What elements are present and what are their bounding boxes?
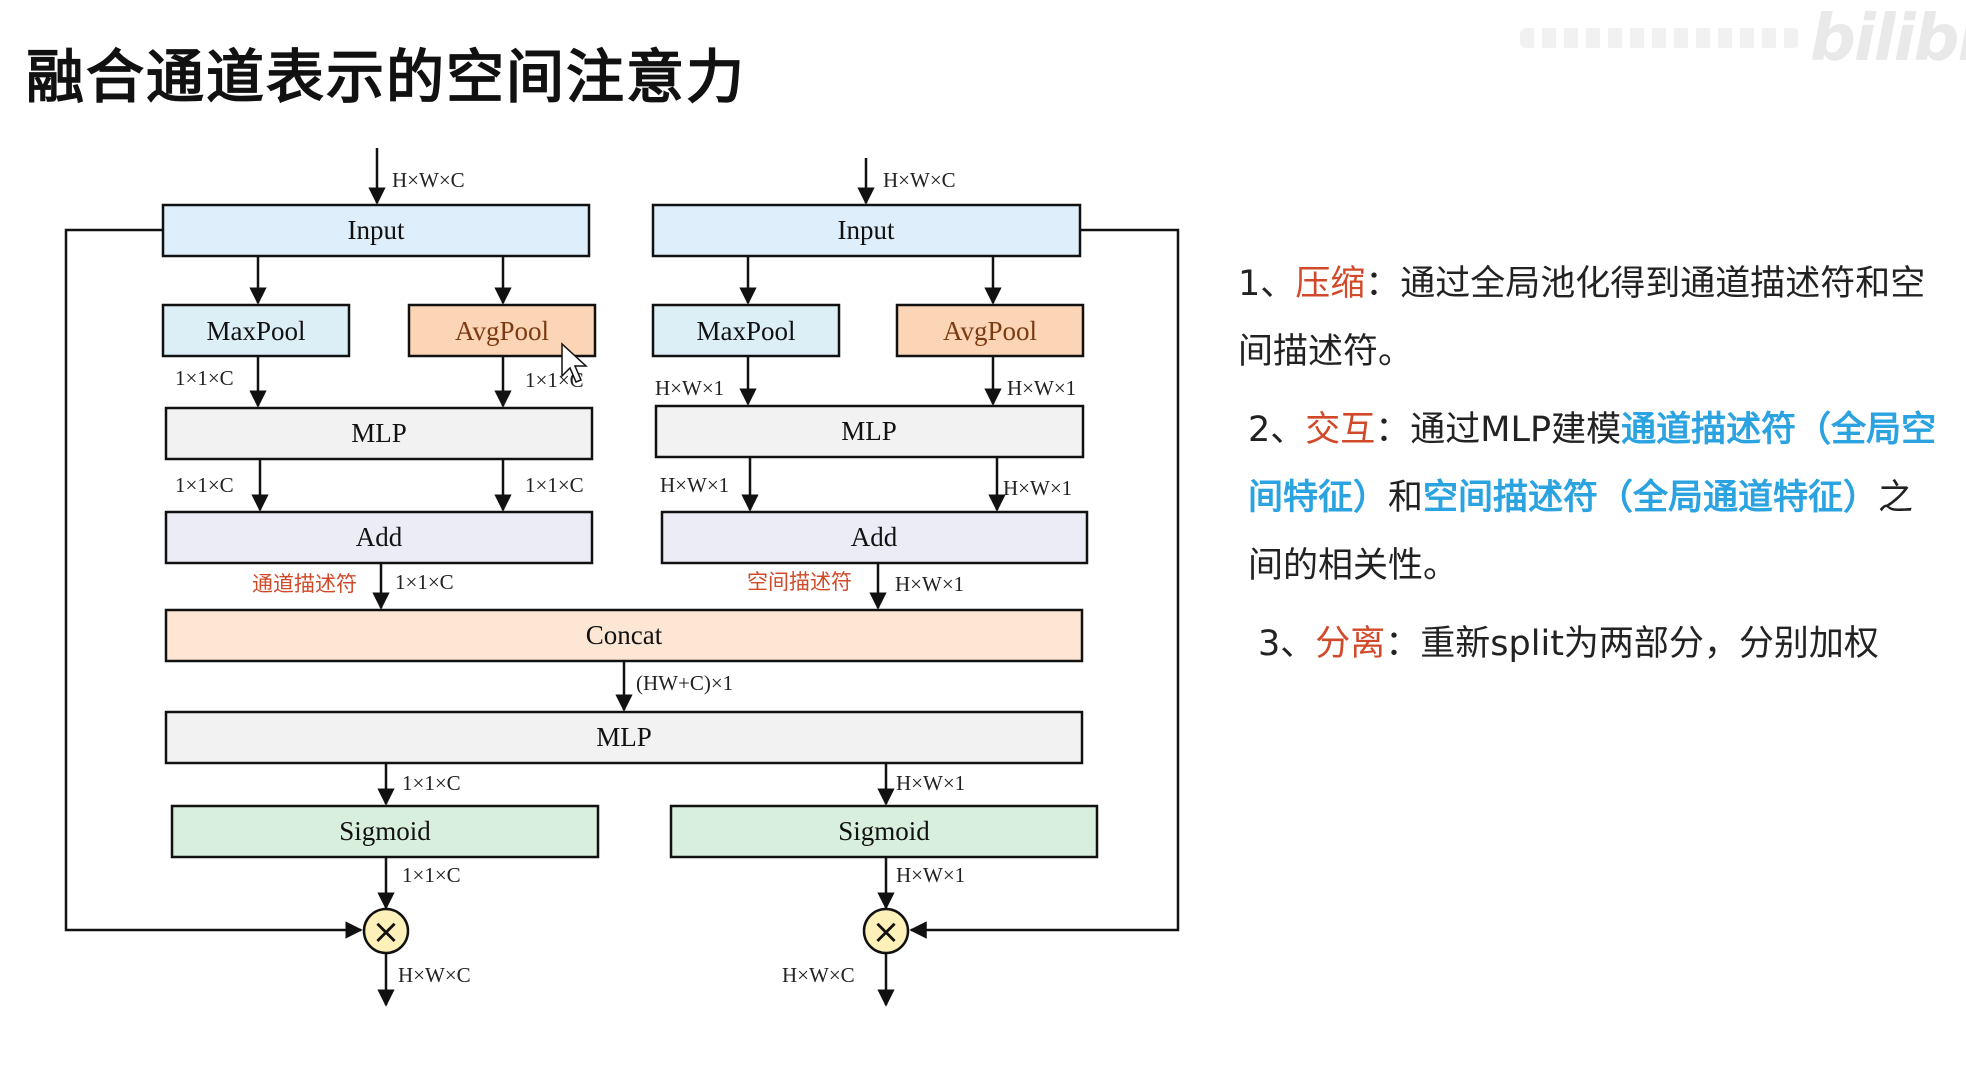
mlp-label-right: MLP	[841, 416, 897, 446]
add-label-left: Add	[356, 522, 403, 552]
note-2-keyword: 交互	[1305, 410, 1376, 450]
notes-panel: 1、压缩：通过全局池化得到通道描述符和空间描述符。 2、交互：通过MLP建模通道…	[1238, 250, 1938, 688]
input-label-left: Input	[348, 215, 405, 245]
multiply-symbol-right: ×	[872, 912, 901, 952]
skip-connection-right	[909, 228, 1180, 939]
dim-sigmoid-left-out: 1×1×C	[402, 863, 461, 887]
dim-add-right: H×W×1	[895, 572, 964, 596]
avgpool-box-left	[407, 303, 597, 358]
multiply-node-right	[862, 907, 910, 955]
dim-sigmoid-right-in: H×W×1	[896, 771, 965, 795]
channel-descriptor-label: 通道描述符	[252, 572, 357, 596]
maxpool-box-right	[651, 303, 841, 358]
avgpool-label-left: AvgPool	[455, 316, 549, 346]
input-box-right	[651, 203, 1082, 258]
note-2-text-a: ：通过MLP建模	[1375, 410, 1622, 450]
dim-sigmoid-right-out: H×W×1	[896, 863, 965, 887]
dim-output-left: H×W×C	[398, 963, 471, 987]
avgpool-box-right	[895, 303, 1085, 358]
note-compress: 1、压缩：通过全局池化得到通道描述符和空间描述符。	[1238, 250, 1938, 386]
maxpool-label-right: MaxPool	[696, 316, 795, 346]
note-interact: 2、交互：通过MLP建模通道描述符（全局空间特征）和空间描述符（全局通道特征）之…	[1238, 396, 1938, 600]
dim-add-left: 1×1×C	[395, 570, 454, 594]
dim-mlp-right-1: H×W×1	[660, 473, 729, 497]
note-1-prefix: 1、	[1238, 264, 1296, 304]
bilibili-watermark-logo: bilibili	[1810, 2, 1966, 76]
mouse-cursor-icon	[561, 342, 588, 383]
sigmoid-label-right: Sigmoid	[838, 816, 930, 846]
watermark-blur	[1520, 28, 1800, 48]
note-2-highlight-spatial: 空间描述符（全局通道特征）	[1423, 478, 1879, 518]
input-label-right: Input	[838, 215, 895, 245]
input-box-left	[161, 203, 591, 258]
maxpool-box-left	[161, 303, 351, 358]
maxpool-label-left: MaxPool	[206, 316, 305, 346]
note-2-text-b: 和	[1388, 478, 1424, 518]
note-separate: 3、分离：重新split为两部分，分别加权	[1238, 610, 1938, 678]
note-2-text-c: 之间的相关性。	[1248, 478, 1914, 586]
avgpool-label-right: AvgPool	[943, 316, 1037, 346]
multiply-symbol-left: ×	[372, 912, 401, 952]
dim-avgpool-right: H×W×1	[1007, 376, 1076, 400]
dim-input-right: H×W×C	[883, 168, 956, 192]
sigmoid-box-left	[170, 804, 600, 859]
dim-maxpool-left: 1×1×C	[175, 366, 234, 390]
note-3-text: ：重新split为两部分，分别加权	[1385, 624, 1879, 664]
mlp-label-shared: MLP	[596, 722, 652, 752]
note-3-prefix: 3、	[1258, 624, 1316, 664]
dim-mlp-left-1: 1×1×C	[175, 473, 234, 497]
dim-concat: (HW+C)×1	[636, 671, 733, 695]
mlp-box-shared	[164, 710, 1084, 765]
note-2-highlight-channel: 通道描述符（全局空间特征）	[1248, 410, 1937, 518]
sigmoid-label-left: Sigmoid	[339, 816, 431, 846]
concat-box	[164, 608, 1084, 663]
multiply-node-left	[362, 907, 410, 955]
spatial-descriptor-label: 空间描述符	[747, 570, 852, 594]
add-label-right: Add	[851, 522, 898, 552]
dim-input-left: H×W×C	[392, 168, 465, 192]
mlp-box-left	[164, 406, 594, 461]
skip-connection-left	[64, 228, 363, 939]
note-3-keyword: 分离	[1315, 624, 1386, 664]
dim-output-right: H×W×C	[782, 963, 855, 987]
dim-mlp-left-2: 1×1×C	[525, 473, 584, 497]
mlp-label-left: MLP	[351, 418, 407, 448]
dim-maxpool-right: H×W×1	[655, 376, 724, 400]
sigmoid-box-right	[669, 804, 1099, 859]
dim-sigmoid-left-in: 1×1×C	[402, 771, 461, 795]
add-box-left	[164, 510, 594, 565]
mlp-box-right	[654, 404, 1085, 459]
note-1-text: ：通过全局池化得到通道描述符和空间描述符。	[1238, 264, 1926, 372]
note-1-keyword: 压缩	[1295, 264, 1366, 304]
page-title: 融合通道表示的空间注意力	[26, 43, 747, 111]
add-box-right	[660, 510, 1089, 565]
concat-label: Concat	[586, 620, 663, 650]
dim-mlp-right-2: H×W×1	[1003, 476, 1072, 500]
note-2-prefix: 2、	[1248, 410, 1306, 450]
